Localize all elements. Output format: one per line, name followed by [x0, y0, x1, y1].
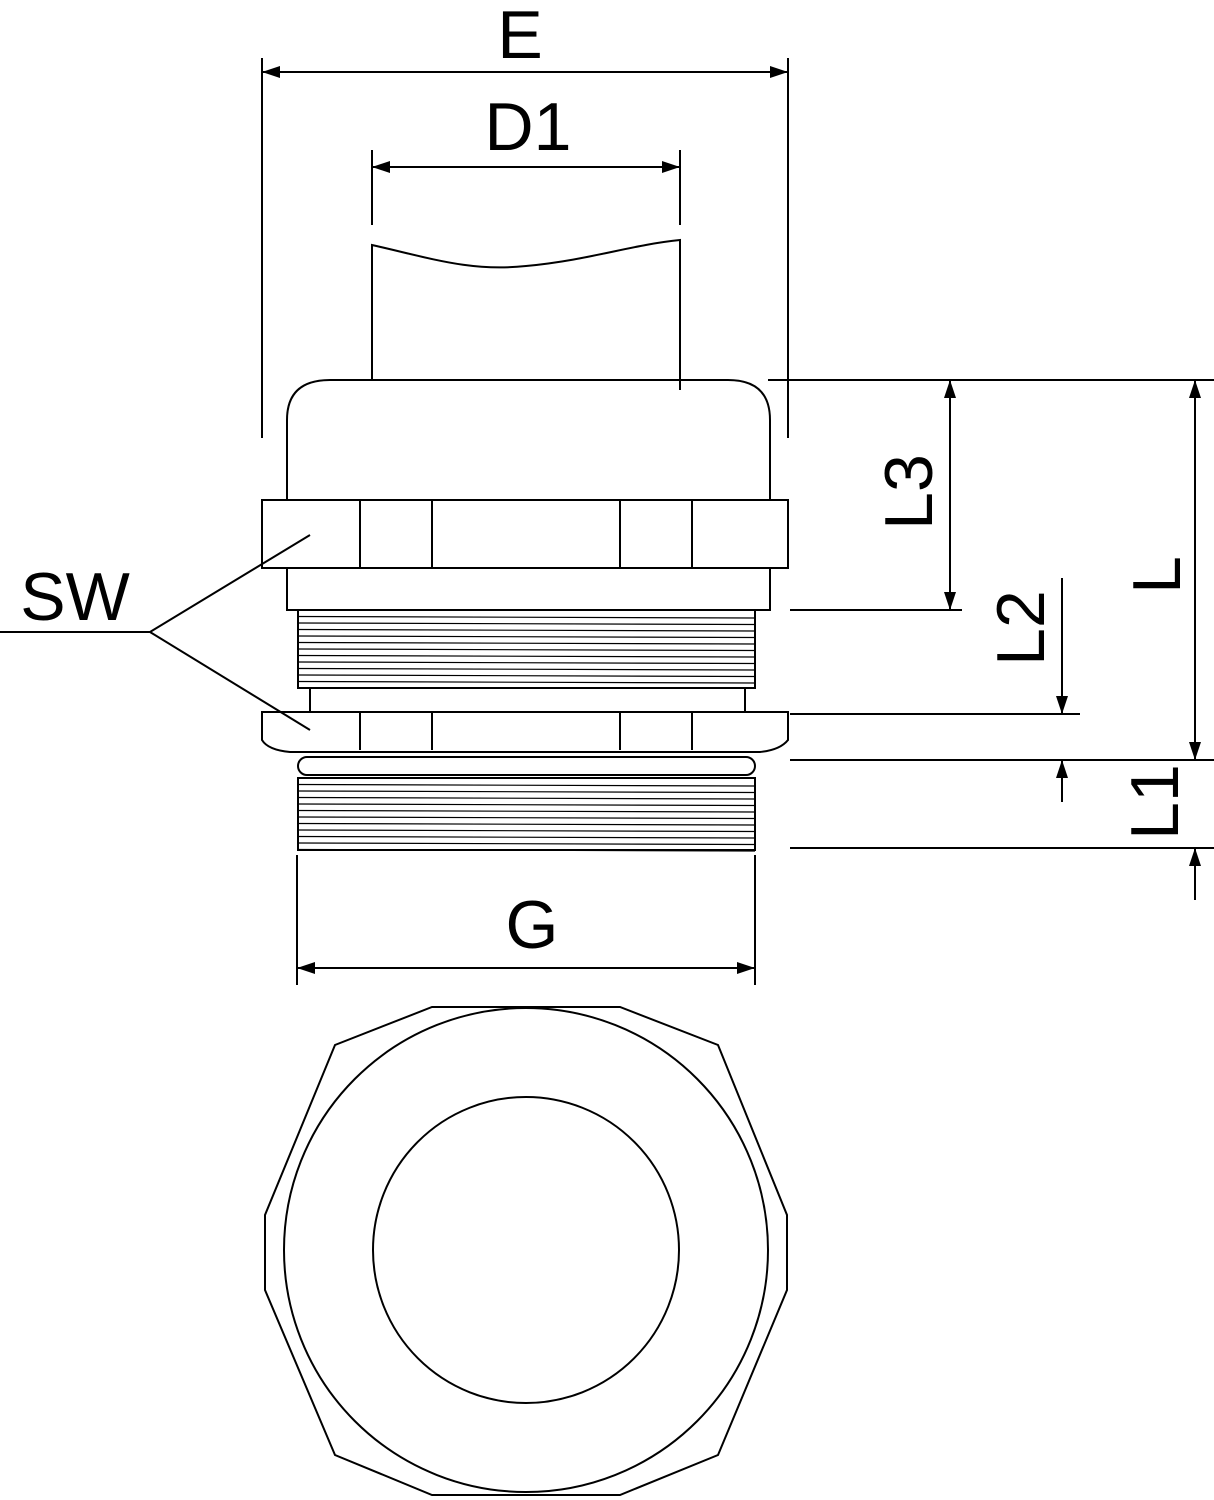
thread-line	[297, 783, 756, 787]
label-g: G	[506, 887, 559, 963]
thread-line	[297, 648, 756, 652]
thread-line	[297, 796, 756, 800]
thread-line	[297, 829, 756, 833]
label-d1: D1	[485, 89, 572, 165]
thread-line	[297, 622, 756, 626]
thread-line	[297, 667, 756, 671]
upper-nut	[261, 499, 789, 569]
label-e: E	[497, 0, 542, 73]
dimension-l2: L2	[983, 578, 1068, 802]
thread-line	[297, 848, 756, 852]
thread-line	[297, 654, 756, 658]
thread-line	[297, 661, 756, 665]
dimension-e: E	[261, 0, 789, 438]
label-l2: L2	[983, 590, 1059, 666]
dimension-g: G	[296, 855, 756, 985]
thread-line	[297, 680, 756, 684]
dome-cap	[286, 379, 771, 500]
cable	[371, 238, 681, 390]
hex-nut-outline	[264, 1006, 788, 1496]
upper-thread	[297, 609, 756, 689]
thread-line	[297, 615, 756, 619]
thread-line	[297, 816, 756, 820]
body	[286, 567, 771, 611]
dimension-d1: D1	[371, 89, 681, 225]
thread-line	[297, 635, 756, 639]
cap-outer-circle	[283, 1007, 769, 1493]
thread-line	[297, 674, 756, 678]
thread-line	[297, 790, 756, 794]
label-l1: L1	[1117, 764, 1193, 840]
o-ring	[297, 756, 756, 776]
dimension-l1: L1	[1117, 764, 1201, 900]
neck	[309, 687, 746, 713]
thread-line	[297, 842, 756, 846]
top-view	[264, 1006, 788, 1496]
thread-line	[297, 628, 756, 632]
thread-line	[297, 809, 756, 813]
label-l: L	[1119, 556, 1195, 594]
dimension-l3: L3	[871, 380, 956, 610]
dimension-sw: SW	[0, 534, 311, 731]
thread-line	[297, 822, 756, 826]
thread-line	[297, 641, 756, 645]
thread-line	[297, 803, 756, 807]
thread-line	[297, 835, 756, 839]
lower-nut	[261, 711, 789, 753]
label-l3: L3	[871, 454, 947, 530]
label-sw: SW	[20, 559, 130, 635]
cable-opening-circle	[372, 1096, 680, 1404]
dimension-l: L	[1119, 380, 1201, 760]
extension-lines	[768, 379, 1214, 849]
lower-thread	[297, 777, 756, 852]
